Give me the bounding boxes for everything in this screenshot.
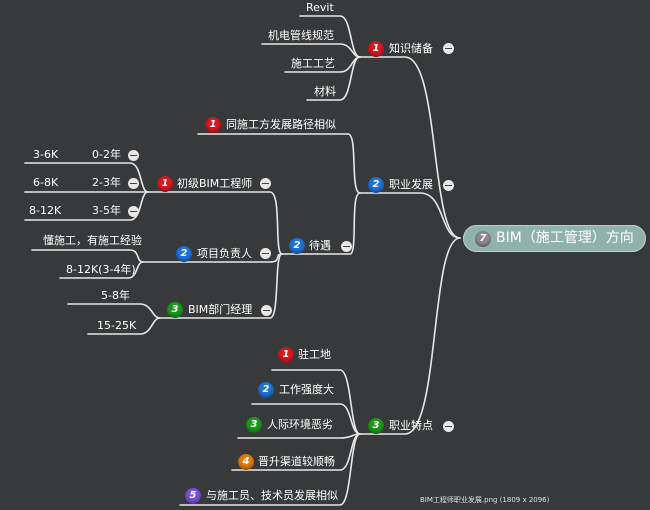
dept-manager-collapse-icon[interactable]	[261, 305, 272, 316]
image-caption: BIM工程师职业发展.png (1809 x 2096)	[420, 496, 550, 504]
knowledge-item-material[interactable]: 材料	[314, 85, 336, 98]
link-trait-5	[179, 433, 361, 506]
trait-4-label: 晋升渠道较顺畅	[258, 455, 335, 468]
link-trait-3	[237, 433, 361, 439]
trait-5-label: 与施工员、技术员发展相似	[206, 489, 338, 502]
knowledge-item-construction[interactable]: 施工工艺	[291, 57, 335, 70]
project-lead-salary[interactable]: 8-12K(3-4年)	[66, 263, 136, 276]
dept-manager-salary[interactable]: 15-25K	[97, 319, 137, 332]
link-same-path	[197, 133, 361, 194]
root-topic[interactable]: 7 BIM（施工管理）方向	[463, 225, 646, 252]
junior-row2-collapse-icon[interactable]	[128, 206, 139, 217]
link-dept-manager	[159, 253, 283, 319]
trait-1-badge: 1	[278, 347, 294, 363]
trait-5-badge: 5	[185, 488, 201, 504]
link-junior-2	[24, 191, 149, 221]
dept-manager-badge: 3	[167, 302, 183, 318]
link-knowledge	[359, 56, 461, 239]
trait-2-label: 工作强度大	[279, 383, 334, 396]
knowledge-item-mep[interactable]: 机电管线规范	[268, 29, 334, 42]
link-trait-2	[251, 403, 361, 435]
junior-salary-2[interactable]: 8-12K	[29, 204, 62, 217]
same-path-badge: 1	[205, 117, 221, 133]
junior-years-1[interactable]: 2-3年	[92, 176, 121, 189]
knowledge-label: 知识储备	[389, 42, 433, 55]
trait-4-badge: 4	[238, 454, 254, 470]
root-badge: 7	[475, 231, 491, 247]
trait-3-label: 人际环境恶劣	[267, 418, 333, 431]
dept-manager-label: BIM部门经理	[188, 303, 253, 316]
trait-1-label: 驻工地	[298, 348, 331, 361]
project-lead-badge: 2	[176, 246, 192, 262]
traits-label: 职业特点	[389, 419, 433, 432]
link-material	[306, 56, 361, 101]
knowledge-collapse-icon[interactable]	[443, 43, 454, 54]
link-junior-0	[24, 162, 149, 193]
junior-label: 初级BIM工程师	[177, 177, 253, 190]
traits-collapse-icon[interactable]	[443, 421, 454, 432]
knowledge-item-revit[interactable]: Revit	[306, 1, 334, 14]
career-collapse-icon[interactable]	[443, 180, 454, 191]
knowledge-badge: 1	[368, 41, 384, 57]
project-lead-label: 项目负责人	[197, 247, 252, 260]
career-label: 职业发展	[389, 178, 433, 191]
junior-collapse-icon[interactable]	[260, 178, 271, 189]
junior-row1-collapse-icon[interactable]	[128, 178, 139, 189]
link-dept-salary	[87, 317, 161, 335]
junior-salary-0[interactable]: 3-6K	[33, 148, 59, 161]
treatment-badge: 2	[289, 238, 305, 254]
trait-3-badge: 3	[246, 417, 262, 433]
link-trait-1	[271, 369, 361, 435]
link-career	[359, 192, 461, 239]
traits-badge: 3	[368, 418, 384, 434]
link-project-lead-sal	[59, 261, 144, 279]
career-badge: 2	[368, 177, 384, 193]
junior-salary-1[interactable]: 6-8K	[33, 176, 59, 189]
junior-years-0[interactable]: 0-2年	[92, 148, 121, 161]
link-traits	[359, 237, 461, 435]
same-path-label: 同施工方发展路径相似	[226, 118, 336, 131]
dept-manager-years[interactable]: 5-8年	[101, 289, 130, 302]
treatment-collapse-icon[interactable]	[341, 241, 352, 252]
project-lead-collapse-icon[interactable]	[260, 248, 271, 259]
trait-2-badge: 2	[258, 382, 274, 398]
junior-row0-collapse-icon[interactable]	[128, 150, 139, 161]
project-lead-requirement[interactable]: 懂施工，有施工经验	[43, 234, 142, 247]
junior-badge: 1	[157, 176, 173, 192]
link-mep	[261, 43, 361, 58]
root-label: BIM（施工管理）方向	[496, 230, 634, 246]
link-junior	[147, 191, 283, 255]
junior-years-2[interactable]: 3-5年	[92, 204, 121, 217]
link-project-lead-req	[31, 249, 144, 263]
link-treatment	[281, 192, 361, 255]
link-dept-years	[67, 303, 161, 319]
treatment-label: 待遇	[309, 239, 331, 252]
